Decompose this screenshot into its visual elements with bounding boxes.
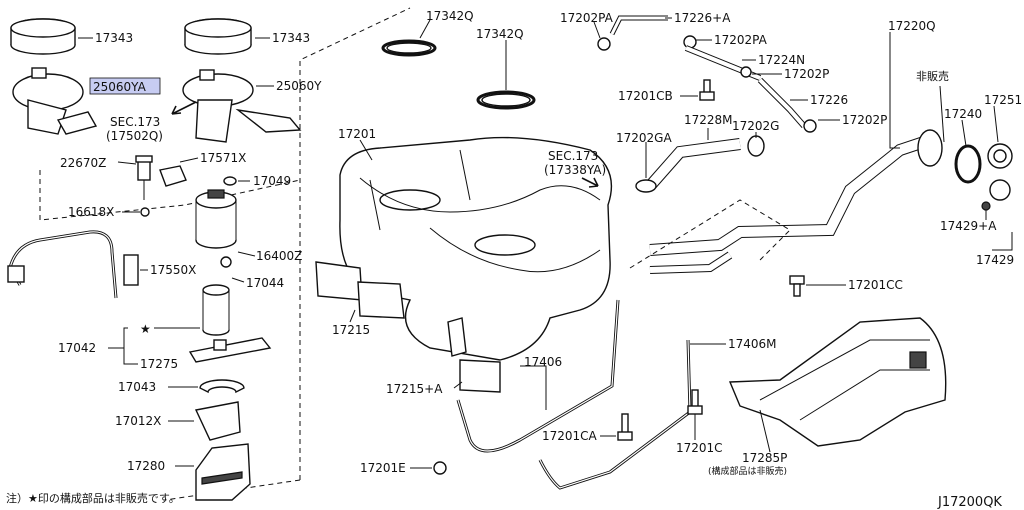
filter-17275[interactable] [188,337,272,363]
clip-17202p-lower[interactable] [803,119,817,133]
label-17202ga: 17202GA [616,131,672,145]
clip-17202p[interactable] [740,66,752,78]
bolt-17201cb[interactable] [699,79,715,101]
label-17043: 17043 [118,380,156,394]
bracket-17012x[interactable] [194,401,241,441]
label-17429: 17429 [976,253,1014,267]
highlight-25060ya [89,77,161,95]
label-22670z: 22670Z [60,156,106,170]
label-17226a: 17226+A [674,11,731,25]
footnote: 注）★印の構成部品は非販売です。 [6,491,180,505]
star-icon: ★ [140,322,151,336]
label-17240: 17240 [944,107,982,121]
sec173-a-label[interactable]: SEC.173 [110,115,160,129]
label-17049: 17049 [253,174,291,188]
lock-ring-17343-right[interactable] [184,18,252,55]
connector-icon [123,254,139,286]
reservoir-cup-17280[interactable] [195,443,251,501]
label-17285p-note: (構成部品は非販売) [708,465,787,477]
label-17044: 17044 [246,276,284,290]
heat-shield-17285p[interactable] [728,317,947,447]
group-boundary-line [164,479,301,501]
label-17202pa-top: 17202PA [560,11,614,25]
harness-17550x[interactable] [8,230,118,299]
label-17201e: 17201E [360,461,406,475]
label-25060ya[interactable]: 25060YA [93,80,147,94]
label-17280: 17280 [127,459,165,473]
sender-unit-25060y[interactable] [182,69,302,143]
label-17202p: 17202P [784,67,829,81]
seal-ring-17342q-top[interactable] [381,39,437,57]
label-17275: 17275 [140,357,178,371]
label-17406m: 17406M [728,337,777,351]
fuel-pump-17042[interactable] [202,284,230,336]
label-17201cc: 17201CC [848,278,903,292]
label-17342q-bottom: 17342Q [476,27,524,41]
label-17042: 17042 [58,341,96,355]
label-16618x: 16618X [68,205,114,219]
label-17343-right: 17343 [272,31,310,45]
label-17201c: 17201C [676,441,723,455]
clip-17202pa-top[interactable] [597,37,611,51]
label-17201ca: 17201CA [542,429,598,443]
label-17550x: 17550X [150,263,196,277]
sec173-b-label[interactable]: SEC.173 [548,149,598,163]
label-17228m: 17228M [684,113,733,127]
clamp-17202ga[interactable] [635,179,657,193]
sec173-a-ref: (17502Q) [106,129,163,143]
label-16400z: 16400Z [256,249,302,263]
sec173-b-ref: (17338YA) [544,163,606,177]
label-17342q-top: 17342Q [426,9,474,23]
label-17251: 17251 [984,93,1022,107]
group-boundary-line [39,170,301,221]
label-25060y: 25060Y [276,79,322,93]
label-17012x: 17012X [115,414,161,428]
oring-17049[interactable] [223,176,237,186]
label-17215: 17215 [332,323,370,337]
tether-17429[interactable] [981,179,1011,211]
filler-neck [917,129,943,167]
seal-ring-17342q-bottom[interactable] [476,90,536,110]
sender-unit-25060ya[interactable] [12,67,98,135]
clip-17202pa[interactable] [683,35,697,49]
nut-17201e[interactable] [433,461,447,475]
label-17201: 17201 [338,127,376,141]
clip-17571x[interactable] [159,165,187,187]
label-17226: 17226 [810,93,848,107]
bolt-17201ca[interactable] [617,413,633,441]
retainer-17043[interactable] [199,379,245,394]
label-17571x: 17571X [200,151,246,165]
label-17429a: 17429+A [940,219,997,233]
lock-ring-17343-left[interactable] [10,18,76,55]
diagram-code: J17200QK [937,495,1002,510]
sensor-22670z[interactable] [135,155,153,200]
fuel-tank-17201[interactable] [339,136,613,361]
label-17285p: 17285P [742,451,787,465]
label-17202p-lower: 17202P [842,113,887,127]
seal-17240[interactable] [954,144,982,184]
clamp-16618x[interactable] [140,207,150,217]
fuel-filter-16400z[interactable] [195,189,237,249]
clamp-17202g[interactable] [747,135,765,157]
fuel-cap-17251[interactable] [987,143,1013,169]
label-17406: 17406 [524,355,562,369]
not-for-sale-label: 非販売 [916,70,949,83]
label-17343-left: 17343 [95,31,133,45]
arrow-icon [171,101,197,115]
arrow-icon [581,177,599,188]
label-17202g: 17202G [732,119,779,133]
label-17224n: 17224N [758,53,805,67]
assembly-line [629,199,791,269]
label-17201cb: 17201CB [618,89,673,103]
label-17215a: 17215+A [386,382,443,396]
grommet-17044[interactable] [220,256,232,268]
insulator-17215[interactable] [315,261,405,319]
label-17220q: 17220Q [888,19,936,33]
insulator-17215a[interactable] [447,317,501,393]
label-17202pa: 17202PA [714,33,768,47]
group-boundary-line [299,7,411,480]
connector-icon [7,265,25,283]
bolt-17201cc[interactable] [789,275,805,297]
